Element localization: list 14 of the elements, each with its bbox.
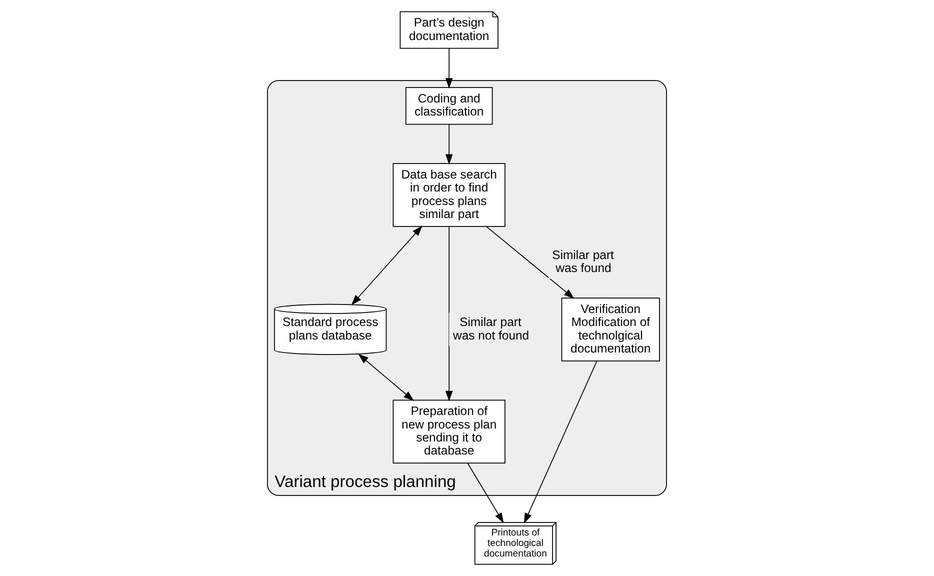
- node-box: Coding and classification: [405, 87, 493, 125]
- arrow: [445, 226, 453, 402]
- arrow: [351, 226, 422, 306]
- edge-label: Similar part was found: [552, 248, 614, 276]
- arrow: [358, 354, 414, 402]
- arrow: [524, 360, 598, 524]
- node-box: Data base search in order to find process plans similar part: [392, 163, 506, 227]
- arrow: [486, 226, 574, 299]
- arrow: [445, 48, 453, 89]
- node-box: Verification Modification of technolgical documentation: [561, 298, 660, 362]
- arrow: [467, 462, 504, 524]
- node-box: Preparation of new process plan sending it to database: [392, 400, 506, 464]
- arrow: [445, 124, 453, 165]
- edge-label: Similar part was not found: [453, 315, 530, 342]
